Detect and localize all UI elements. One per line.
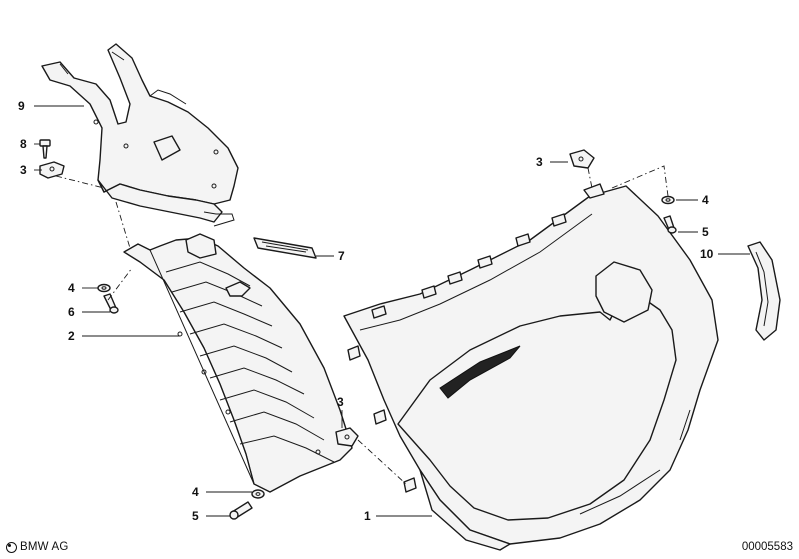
part-7-rubber-strip	[253, 237, 317, 259]
callout-6: 6	[68, 305, 75, 319]
part-8-screw	[39, 139, 51, 159]
part-10-edge-trim	[747, 241, 781, 341]
brand-mark: BMW AG	[6, 541, 68, 553]
part-6-screw	[103, 293, 119, 314]
part-4-washer-bottom	[251, 489, 265, 499]
part-3-clip-left	[39, 161, 65, 179]
alignment-lines	[55, 165, 669, 485]
callout-4: 4	[192, 485, 199, 499]
callout-9: 9	[18, 99, 25, 113]
part-3-clip-middle	[335, 427, 359, 447]
callout-2: 2	[68, 329, 75, 343]
drawing-number: 00005583	[741, 541, 793, 553]
callout-5: 5	[192, 509, 199, 523]
callout-8: 8	[20, 137, 27, 151]
part-5-screw-bottom	[229, 501, 253, 520]
brand-name: BMW AG	[20, 541, 69, 553]
callout-5: 5	[702, 225, 709, 239]
callout-4: 4	[702, 193, 709, 207]
callout-10: 10	[700, 247, 714, 261]
callout-3: 3	[20, 163, 27, 177]
callout-7: 7	[338, 249, 345, 263]
copyright-logo-icon	[6, 541, 17, 553]
callout-4: 4	[68, 281, 75, 295]
part-3-clip-top	[569, 149, 595, 169]
part-9-upper-bracket	[41, 43, 239, 227]
part-4-washer-left	[97, 283, 111, 293]
callout-labels: 9 8 3 4 6 2 7 3 4 5 1 3 4 5 10	[18, 99, 714, 523]
part-1-front-fairing	[343, 183, 719, 551]
callout-3: 3	[536, 155, 543, 169]
part-5-screw-right	[663, 215, 677, 234]
callout-3: 3	[337, 395, 344, 409]
callout-1: 1	[364, 509, 371, 523]
part-4-washer-right	[661, 195, 675, 205]
leader-lines	[34, 105, 750, 517]
part-2-louvered-grille	[123, 233, 353, 493]
